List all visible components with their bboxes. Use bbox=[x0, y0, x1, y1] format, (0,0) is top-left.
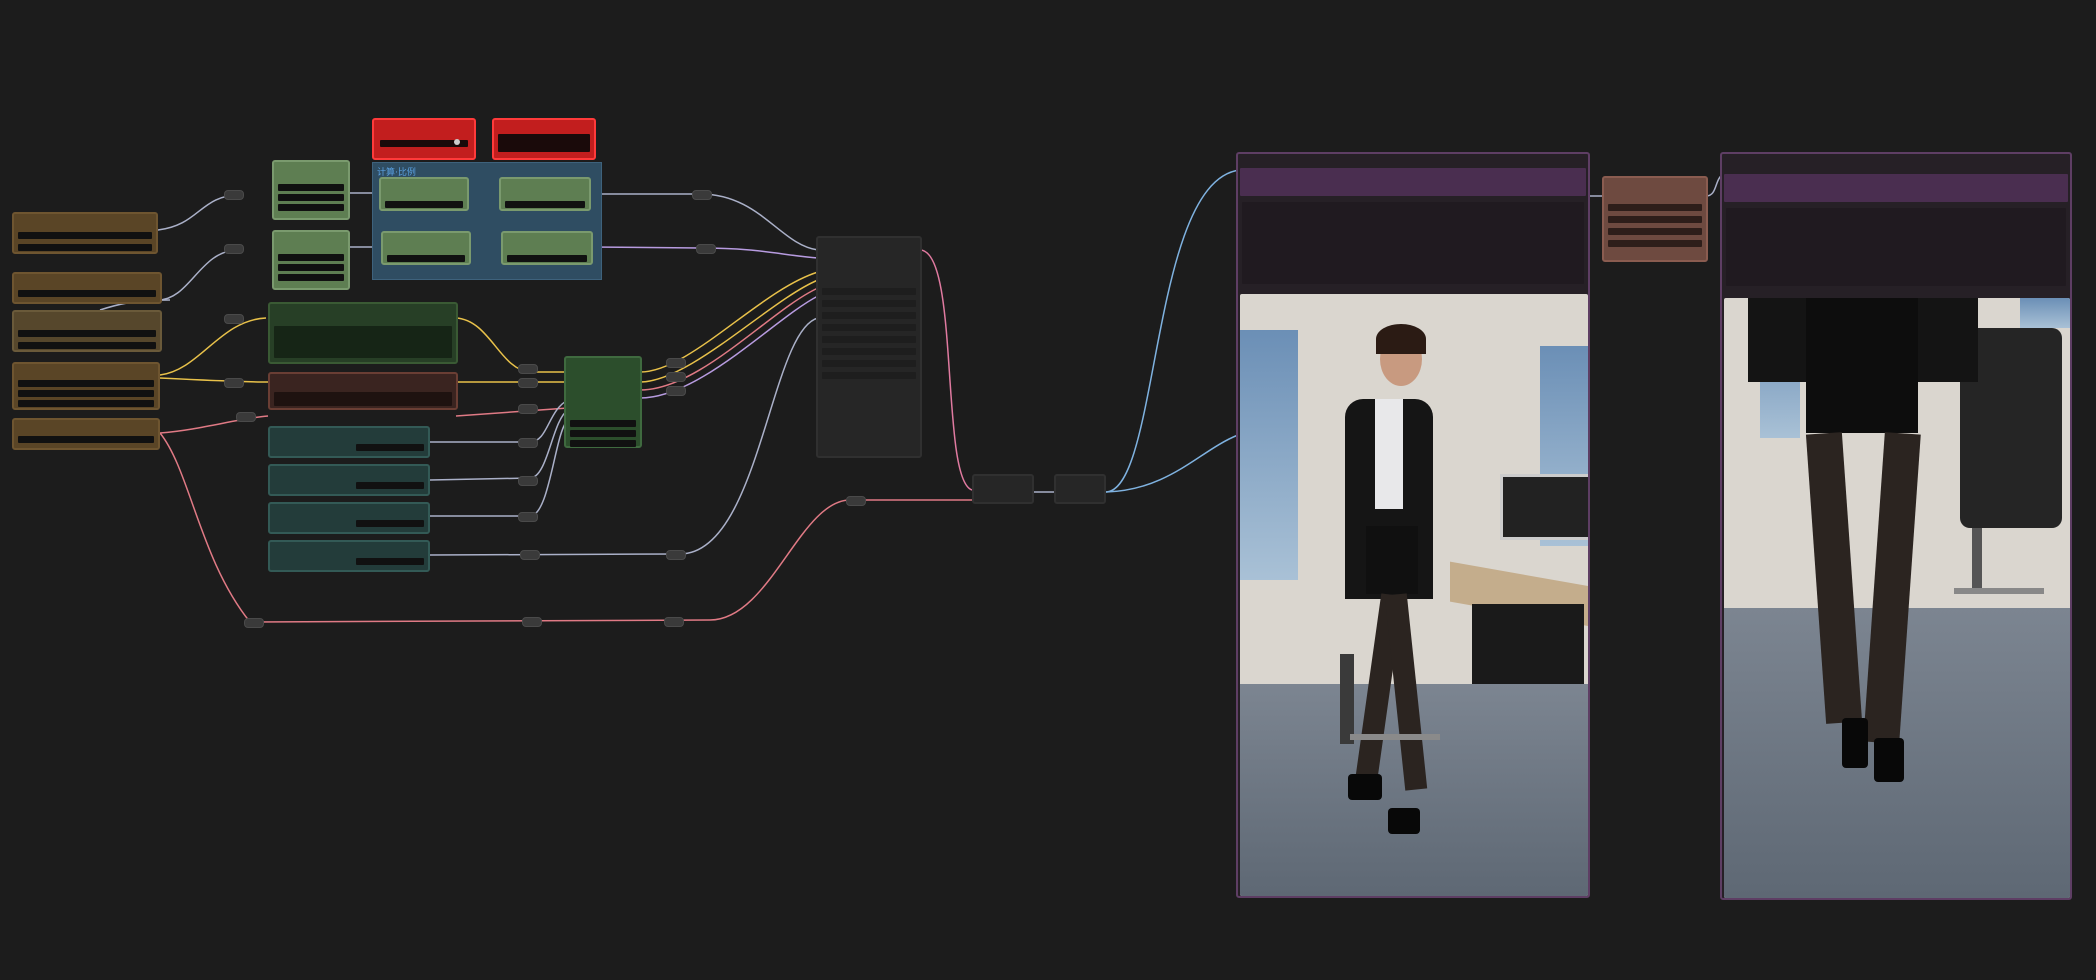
reroute-icon[interactable] bbox=[692, 190, 712, 200]
positive-prompt-node[interactable] bbox=[268, 302, 458, 364]
math-node[interactable] bbox=[379, 177, 469, 211]
wire bbox=[590, 193, 819, 251]
wire bbox=[159, 377, 269, 383]
reroute-icon[interactable] bbox=[224, 190, 244, 200]
slider-node[interactable] bbox=[372, 118, 476, 160]
wire bbox=[639, 271, 819, 373]
wire bbox=[639, 295, 819, 399]
value-node[interactable] bbox=[492, 118, 596, 160]
reroute-icon[interactable] bbox=[666, 386, 686, 396]
generated-image-b[interactable] bbox=[1724, 298, 2070, 898]
lora-node[interactable] bbox=[268, 502, 430, 534]
reroute-icon[interactable] bbox=[664, 617, 684, 627]
reroute-icon[interactable] bbox=[236, 412, 256, 422]
reroute-icon[interactable] bbox=[522, 617, 542, 627]
reroute-icon[interactable] bbox=[224, 244, 244, 254]
lora-node[interactable] bbox=[268, 426, 430, 458]
image-preview-node[interactable] bbox=[1236, 152, 1590, 898]
reroute-icon[interactable] bbox=[520, 550, 540, 560]
reroute-icon[interactable] bbox=[518, 438, 538, 448]
generated-image-a[interactable] bbox=[1240, 294, 1588, 896]
reroute-icon[interactable] bbox=[224, 378, 244, 388]
math-node[interactable] bbox=[501, 231, 593, 265]
wire bbox=[430, 419, 569, 517]
reroute-icon[interactable] bbox=[518, 404, 538, 414]
image-node[interactable] bbox=[272, 160, 350, 220]
reroute-icon[interactable] bbox=[518, 364, 538, 374]
wire bbox=[919, 249, 973, 491]
conditioning-node[interactable] bbox=[564, 356, 642, 448]
reroute-icon[interactable] bbox=[244, 618, 264, 628]
reroute-icon[interactable] bbox=[666, 358, 686, 368]
vae-decode-node[interactable] bbox=[972, 474, 1034, 504]
ksampler-node[interactable] bbox=[816, 236, 922, 458]
wire bbox=[455, 317, 568, 373]
reroute-icon[interactable] bbox=[518, 378, 538, 388]
math-node[interactable] bbox=[381, 231, 471, 265]
wire bbox=[1105, 169, 1241, 493]
wire bbox=[1105, 434, 1239, 493]
wire bbox=[455, 407, 569, 417]
image-scale-node[interactable] bbox=[1602, 176, 1708, 262]
wire bbox=[157, 249, 239, 301]
reroute-icon[interactable] bbox=[224, 314, 244, 324]
reroute-icon[interactable] bbox=[846, 496, 866, 506]
loader-node[interactable] bbox=[12, 418, 160, 450]
lora-node[interactable] bbox=[268, 540, 430, 572]
loader-node[interactable] bbox=[12, 272, 162, 304]
math-node[interactable] bbox=[499, 177, 591, 211]
reroute-icon[interactable] bbox=[518, 512, 538, 522]
image-preview-node[interactable] bbox=[1720, 152, 2072, 900]
checkpoint-loader-node[interactable] bbox=[12, 362, 160, 410]
upscale-node[interactable] bbox=[1054, 474, 1106, 504]
negative-prompt-node[interactable] bbox=[268, 372, 458, 410]
node-group[interactable]: 计算·比例 bbox=[372, 162, 602, 280]
reroute-icon[interactable] bbox=[666, 372, 686, 382]
reroute-icon[interactable] bbox=[666, 550, 686, 560]
wire bbox=[429, 409, 569, 481]
lora-node[interactable] bbox=[268, 464, 430, 496]
wire bbox=[159, 317, 267, 376]
reroute-icon[interactable] bbox=[696, 244, 716, 254]
image-node[interactable] bbox=[272, 230, 350, 290]
loader-node[interactable] bbox=[12, 310, 162, 352]
wire bbox=[157, 194, 241, 231]
group-title: 计算·比例 bbox=[377, 168, 416, 178]
reroute-icon[interactable] bbox=[518, 476, 538, 486]
loader-node[interactable] bbox=[12, 212, 158, 254]
